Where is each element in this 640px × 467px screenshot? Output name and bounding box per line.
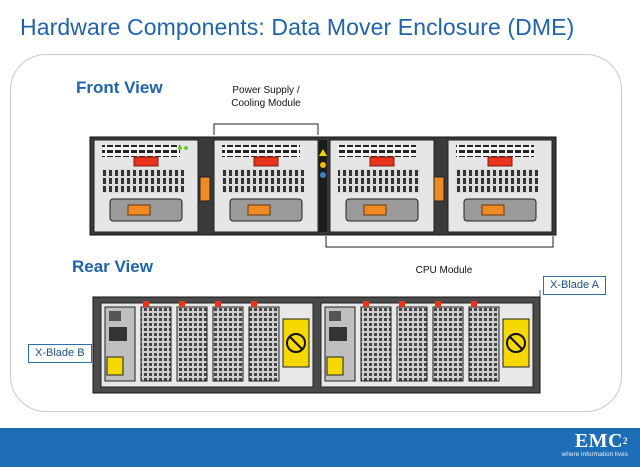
power-supply-callout-text: Power Supply / Cooling Module <box>231 85 301 109</box>
power-supply-bracket <box>213 123 319 135</box>
footer-bar: EMC2 where information lives <box>0 428 640 467</box>
emc-logo-sup: 2 <box>623 436 628 446</box>
center-status-panel <box>319 140 327 232</box>
slide-title: Hardware Components: Data Mover Enclosur… <box>20 14 575 40</box>
rear-blade-a <box>320 301 534 388</box>
emc-logo-mark: EMC2 <box>562 431 628 451</box>
cpu-module-bracket <box>325 236 554 248</box>
emc-logo-text: EMC <box>574 430 623 452</box>
x-blade-a-label: X-Blade A <box>543 276 606 295</box>
front-enclosure <box>89 136 557 236</box>
front-module-3 <box>329 139 435 233</box>
rear-view-heading: Rear View <box>72 257 153 276</box>
x-blade-b-label: X-Blade B <box>28 344 92 363</box>
rear-enclosure <box>92 296 541 394</box>
front-module-2 <box>213 139 319 233</box>
power-supply-callout: Power Supply / Cooling Module <box>216 84 316 110</box>
front-view-heading: Front View <box>76 78 163 97</box>
rear-blade-b <box>100 301 314 388</box>
emc-logo: EMC2 where information lives <box>562 431 628 459</box>
front-module-4 <box>447 139 553 233</box>
front-module-1 <box>93 139 199 233</box>
cpu-module-callout: CPU Module <box>415 265 473 276</box>
emc-tagline: where information lives <box>561 451 628 458</box>
side-latches <box>199 176 445 202</box>
